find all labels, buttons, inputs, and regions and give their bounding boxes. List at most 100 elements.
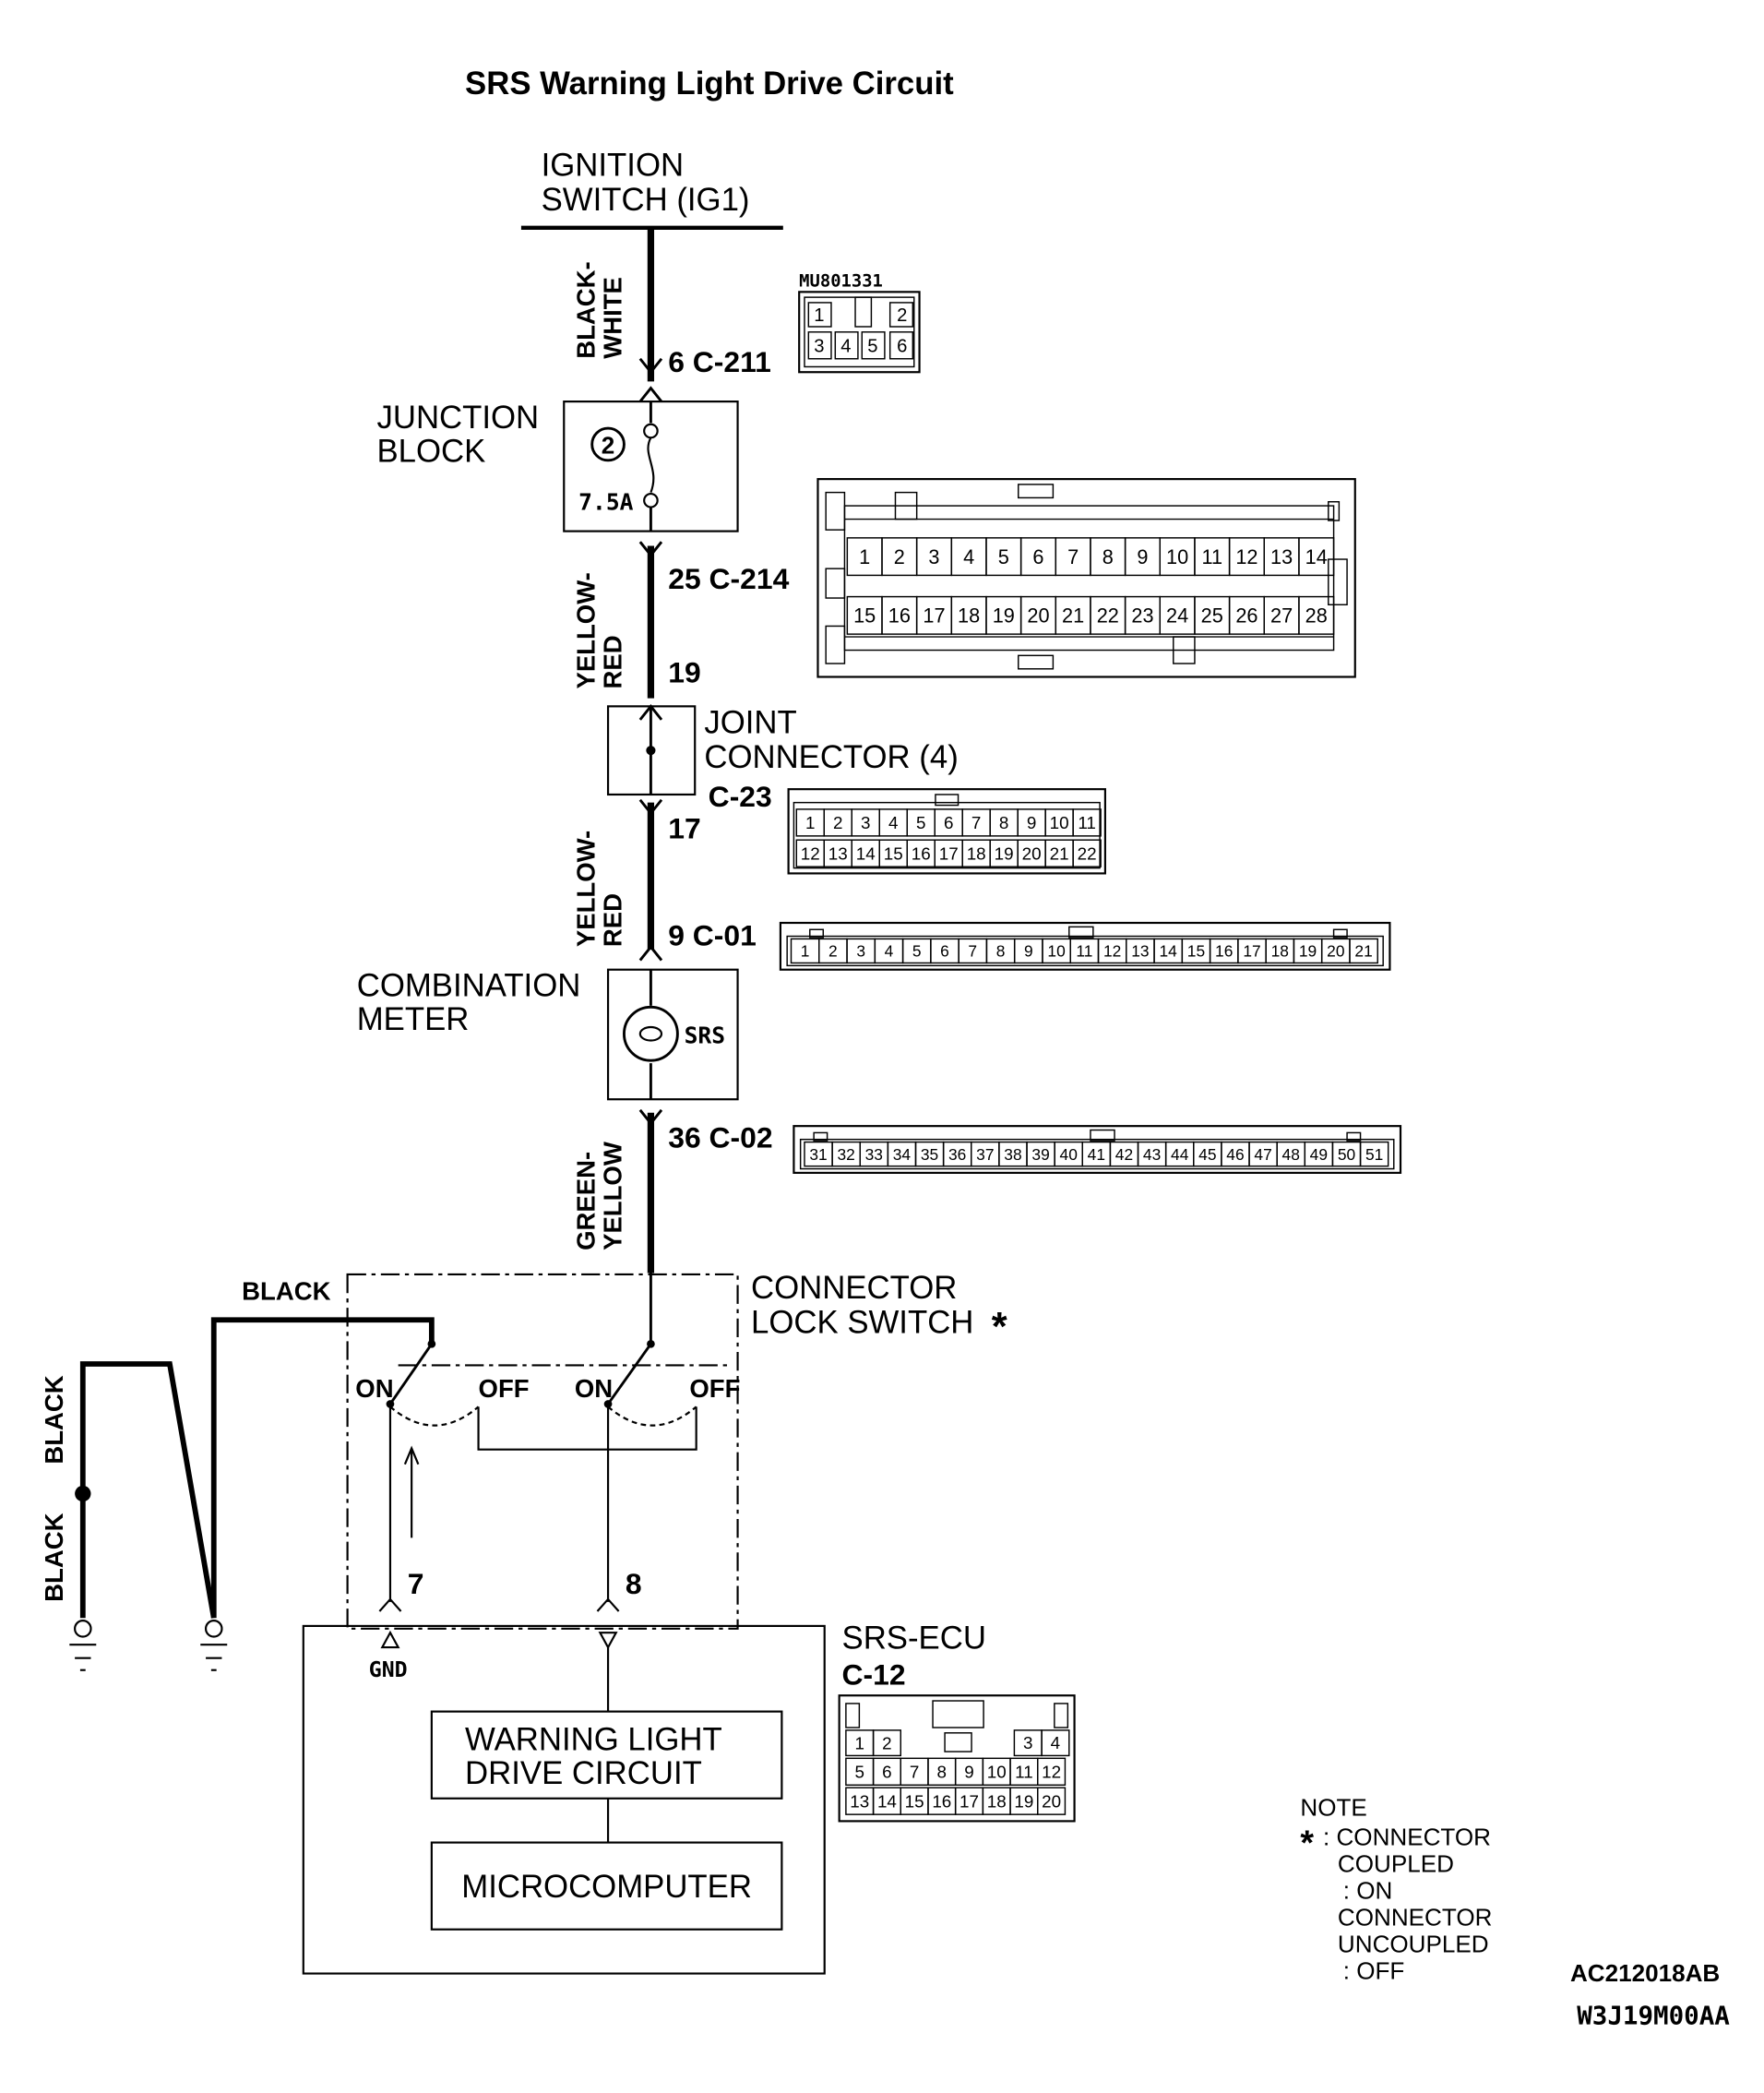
- ignition-label-line1: IGNITION: [542, 148, 684, 183]
- pin-number: 19: [1299, 942, 1317, 961]
- pin-number: 8: [996, 942, 1006, 961]
- pin-number: 5: [912, 942, 922, 961]
- pin-number: 23: [1131, 604, 1153, 628]
- svg-text:YELLOW-: YELLOW-: [572, 831, 601, 947]
- pin-number: 7: [910, 1763, 919, 1782]
- svg-text:*: *: [1300, 1824, 1314, 1862]
- pin-cell: [1072, 839, 1102, 867]
- pin-number: 32: [838, 1145, 855, 1164]
- svg-text:1: 1: [814, 305, 824, 326]
- pin-number: 21: [1062, 604, 1084, 628]
- pin-cell: [1037, 1787, 1067, 1815]
- pin-number: 19: [1014, 1791, 1033, 1811]
- lock-switch-boundary: [346, 1273, 739, 1630]
- svg-text:: OFF: : OFF: [1343, 1956, 1405, 1984]
- fuse-number: 2: [602, 432, 615, 460]
- pin-number: 18: [987, 1791, 1007, 1811]
- pin-number: 4: [963, 545, 974, 568]
- c23-label: C-23: [709, 780, 772, 813]
- pin-number: 21: [1354, 942, 1372, 961]
- pin-number: 6: [1032, 545, 1043, 568]
- c214-label: 25 C-214: [668, 562, 789, 595]
- pin-cell: [1072, 808, 1102, 837]
- svg-text:NOTE: NOTE: [1300, 1794, 1366, 1822]
- pin-number: 8: [1102, 545, 1114, 568]
- pin-number: 2: [828, 942, 838, 961]
- pin-number: 2: [882, 1733, 891, 1752]
- pin-number: 9: [964, 1763, 973, 1782]
- pin-number: 4: [1051, 1733, 1060, 1752]
- pin-number: 19: [993, 604, 1015, 628]
- ground-harness: [79, 1361, 217, 1619]
- ground-icon: [69, 1620, 228, 1671]
- microcomputer-label: MICROCOMPUTER: [461, 1870, 752, 1905]
- svg-text:5: 5: [867, 337, 877, 357]
- svg-text:3: 3: [814, 337, 824, 357]
- pin-number: 38: [1004, 1145, 1021, 1164]
- pin-number: 12: [1042, 1763, 1061, 1782]
- pin-number: 11: [1202, 545, 1223, 568]
- pin-number: 12: [1103, 942, 1121, 961]
- c211-part-number: MU801331: [799, 272, 883, 292]
- ignition-label-line2: SWITCH (IG1): [542, 183, 750, 218]
- wire-label-black-white: BLACK- WHITE: [572, 261, 627, 358]
- pin-number: 13: [828, 843, 848, 863]
- fuse-rating: 7.5A: [578, 488, 633, 515]
- note-block: NOTE * : CONNECTOR COUPLED : ON CONNECTO…: [1300, 1794, 1492, 1985]
- pin-number: 16: [912, 843, 931, 863]
- pin-number: 40: [1060, 1145, 1078, 1164]
- pin-number: 20: [1027, 604, 1049, 628]
- pin-number: 41: [1088, 1145, 1105, 1164]
- lock-switch-star-mark: *: [992, 1305, 1007, 1349]
- pin-number: 50: [1338, 1145, 1355, 1164]
- svg-text:YELLOW-: YELLOW-: [572, 572, 601, 688]
- pin-number: 4: [888, 813, 898, 832]
- pin-number: 3: [1023, 1733, 1032, 1752]
- svg-text:4: 4: [840, 337, 851, 357]
- pin-number: 15: [905, 1791, 924, 1811]
- pin-number: 44: [1171, 1145, 1189, 1164]
- pin-number: 9: [1024, 942, 1033, 961]
- svg-text:6: 6: [897, 337, 907, 357]
- drawing-code: W3J19M00AA: [1577, 2002, 1730, 2031]
- pin-number: 8: [937, 1763, 947, 1782]
- ground-splice-point: [75, 1485, 91, 1502]
- c12-label: C-12: [842, 1658, 906, 1692]
- pin-number: 18: [958, 604, 980, 628]
- joint-connector-block: [606, 705, 697, 796]
- lock-switch-right-off: OFF: [689, 1374, 740, 1403]
- pin-cell: [1298, 595, 1335, 635]
- pin-number: 20: [1327, 942, 1344, 961]
- srs-lamp-label: SRS: [685, 1022, 725, 1048]
- microcomputer-box: [430, 1841, 783, 1931]
- junction-block-label-line1: JUNCTION: [376, 401, 539, 436]
- pin-number: 2: [833, 813, 842, 832]
- combination-meter-label-line1: COMBINATION: [357, 969, 581, 1004]
- svg-text:COUPLED: COUPLED: [1338, 1849, 1454, 1877]
- pin-number: 34: [893, 1145, 912, 1164]
- ground-wire-label-left-lower: BLACK: [40, 1513, 68, 1601]
- pin-number: 14: [877, 1791, 897, 1811]
- junction-block-label-line2: BLOCK: [376, 434, 485, 469]
- pin-number: 3: [856, 942, 865, 961]
- pin-number: 13: [1270, 545, 1293, 568]
- pin-number: 2: [894, 545, 905, 568]
- svg-text:2: 2: [897, 305, 907, 326]
- pin-number: 3: [861, 813, 870, 832]
- lock-switch-contact-dots: [386, 1339, 655, 1408]
- pin-number: 5: [854, 1763, 864, 1782]
- svg-text:UNCOUPLED: UNCOUPLED: [1338, 1930, 1489, 1957]
- pin-number: 33: [865, 1145, 883, 1164]
- pin-number: 1: [801, 942, 810, 961]
- pin-number: 35: [921, 1145, 938, 1164]
- svg-text:GREEN-: GREEN-: [572, 1152, 601, 1250]
- pin-number: 42: [1115, 1145, 1133, 1164]
- pin-number: 11: [1015, 1763, 1033, 1782]
- pin-number: 16: [1215, 942, 1233, 961]
- lock-switch-label-line1: CONNECTOR: [751, 1271, 957, 1306]
- pin-number: 7: [1067, 545, 1079, 568]
- pin-number: 43: [1143, 1145, 1161, 1164]
